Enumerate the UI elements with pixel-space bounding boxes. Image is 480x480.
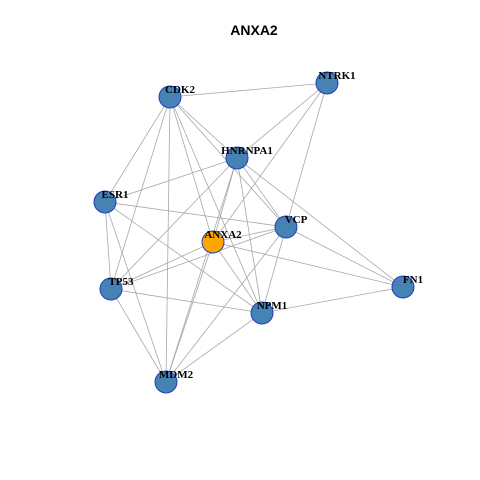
edge-anxa2-mdm2 — [165, 241, 214, 383]
node-hnrnpa1[interactable] — [225, 146, 249, 170]
edge-cdk2-tp53 — [110, 96, 171, 290]
edge-anxa2-tp53 — [110, 241, 214, 290]
node-label-npm1: NPM1 — [257, 300, 288, 312]
edge-hnrnpa1-fn1 — [236, 157, 404, 288]
node-label-anxa2: ANXA2 — [204, 229, 242, 241]
edge-anxa2-npm1 — [212, 241, 263, 314]
edge-esr1-mdm2 — [104, 201, 167, 383]
node-anxa2[interactable] — [201, 230, 225, 254]
edge-hnrnpa1-tp53 — [110, 157, 238, 290]
edge-ntrk1-vcp — [285, 82, 328, 228]
graph-title: ANXA2 — [230, 22, 278, 38]
node-label-fn1: FN1 — [403, 274, 423, 286]
edge-cdk2-npm1 — [169, 96, 263, 314]
node-fn1[interactable] — [391, 275, 415, 299]
node-mdm2[interactable] — [154, 370, 178, 394]
node-label-mdm2: MDM2 — [159, 369, 194, 381]
node-label-vcp: VCP — [285, 214, 308, 226]
edge-hnrnpa1-vcp — [236, 157, 287, 228]
edge-esr1-vcp — [104, 201, 287, 228]
node-label-esr1: ESR1 — [102, 189, 129, 201]
edge-vcp-mdm2 — [165, 226, 287, 383]
edge-cdk2-hnrnpa1 — [169, 96, 238, 159]
edge-cdk2-esr1 — [104, 96, 171, 203]
edge-esr1-npm1 — [104, 201, 263, 314]
edge-vcp-tp53 — [110, 226, 287, 290]
edge-ntrk1-anxa2 — [212, 82, 328, 243]
edge-hnrnpa1-esr1 — [104, 157, 238, 203]
edge-cdk2-anxa2 — [169, 96, 214, 243]
node-label-tp53: TP53 — [108, 276, 134, 288]
edge-vcp-fn1 — [285, 226, 404, 288]
node-tp53[interactable] — [99, 277, 123, 301]
node-ntrk1[interactable] — [315, 71, 339, 95]
edge-ntrk1-hnrnpa1 — [236, 82, 328, 159]
edge-anxa2-fn1 — [212, 241, 404, 288]
edge-cdk2-mdm2 — [165, 96, 171, 383]
node-label-cdk2: CDK2 — [165, 84, 195, 96]
edge-npm1-mdm2 — [165, 312, 263, 383]
node-label-ntrk1: NTRK1 — [318, 70, 355, 82]
node-label-hnrnpa1: HNRNPA1 — [221, 145, 273, 157]
edge-vcp-anxa2 — [212, 226, 287, 243]
edge-npm1-fn1 — [261, 286, 404, 314]
edge-cdk2-ntrk1 — [169, 82, 328, 98]
edge-tp53-mdm2 — [110, 288, 167, 383]
node-vcp[interactable] — [274, 215, 298, 239]
edge-vcp-npm1 — [261, 226, 287, 314]
edge-esr1-tp53 — [104, 201, 112, 290]
node-layer — [93, 71, 415, 394]
edge-hnrnpa1-npm1 — [236, 157, 263, 314]
node-esr1[interactable] — [93, 190, 117, 214]
node-cdk2[interactable] — [158, 85, 182, 109]
node-npm1[interactable] — [250, 301, 274, 325]
edge-hnrnpa1-anxa2 — [212, 157, 238, 243]
edge-layer — [104, 82, 404, 383]
edge-tp53-npm1 — [110, 288, 263, 314]
